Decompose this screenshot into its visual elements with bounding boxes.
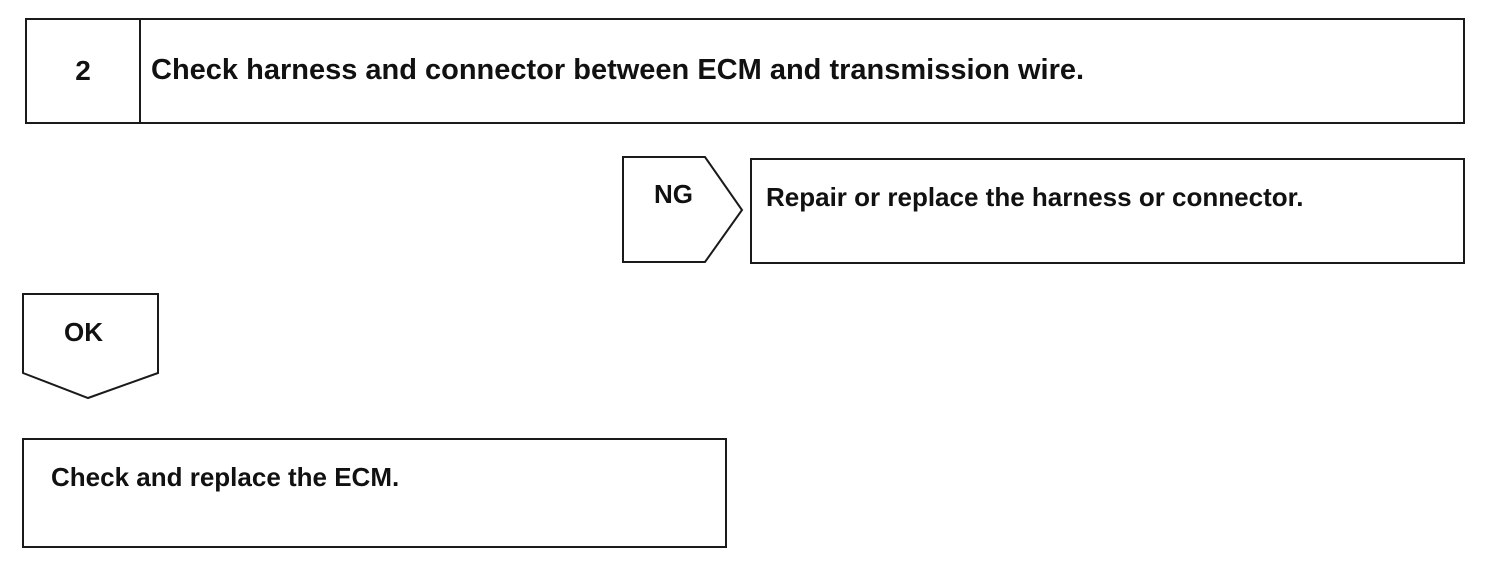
step-number: 2 (75, 55, 91, 86)
step-header-box: 2 Check harness and connector between EC… (25, 18, 1465, 124)
step-number-cell: 2 (27, 20, 141, 122)
step-title: Check harness and connector between ECM … (151, 54, 1085, 86)
ng-arrow-tag (622, 156, 744, 263)
ok-arrow-tag (22, 293, 159, 400)
ok-label: OK (64, 317, 103, 347)
ok-result-text: Check and replace the ECM. (51, 462, 400, 492)
ok-result-box: Check and replace the ECM. (22, 438, 727, 548)
ng-result-text: Repair or replace the harness or connect… (766, 182, 1304, 212)
ng-result-box: Repair or replace the harness or connect… (750, 158, 1465, 264)
ng-label: NG (654, 179, 693, 209)
